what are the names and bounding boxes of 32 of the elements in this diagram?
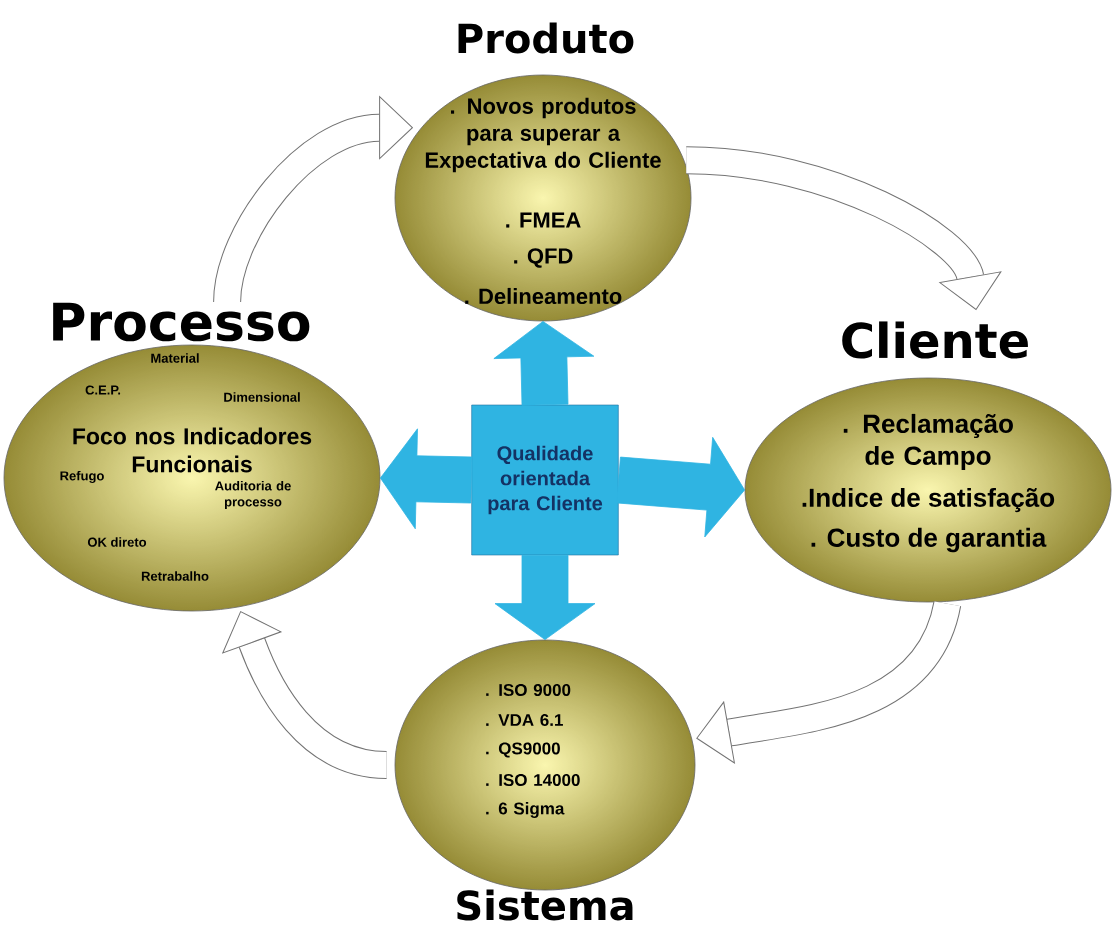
oval-text: . Delineamento xyxy=(465,287,622,305)
oval-text: . ISO 14000 xyxy=(486,774,580,787)
indicator-label: Retrabalho xyxy=(141,571,209,581)
indicator-label: Material xyxy=(151,353,199,363)
oval-title: Processo xyxy=(53,302,310,342)
center-square: Qualidade orientada para Cliente xyxy=(471,404,619,556)
oval-text: . Custo de garantia xyxy=(811,527,1047,553)
oval-text: . Reclamação de Campo xyxy=(843,413,1013,471)
oval-text: . QS9000 xyxy=(486,742,560,758)
oval-text: . ISO 9000 xyxy=(486,684,571,697)
oval-title: Sistema xyxy=(457,889,633,921)
oval-text: . VDA 6.1 xyxy=(486,714,563,727)
block-arrow xyxy=(494,554,596,640)
curved-arrow xyxy=(222,611,388,779)
indicator-label: Refugo xyxy=(60,470,104,484)
indicator-label: OK direto xyxy=(87,537,147,547)
oval-text: .Indice de satisfação xyxy=(802,487,1055,513)
oval-text: . FMEA xyxy=(506,212,581,228)
indicator-label: Dimensional xyxy=(224,392,300,402)
oval-title: Cliente xyxy=(842,321,1028,359)
curved-arrow xyxy=(213,96,413,304)
oval-text: . Novos produtos para superar a Expectativa do Cliente xyxy=(425,97,661,173)
block-arrow xyxy=(616,436,745,538)
block-arrow xyxy=(493,321,595,406)
curved-arrow xyxy=(696,600,961,764)
oval-text: . 6 Sigma xyxy=(486,802,565,818)
indicator-label: Auditoria de processo xyxy=(215,480,291,510)
oval-text: . QFD xyxy=(514,248,573,268)
oval-title: Produto xyxy=(458,22,634,54)
indicator-label: C.E.P. xyxy=(85,385,121,395)
curved-arrow xyxy=(685,146,1002,310)
block-arrow xyxy=(380,428,473,530)
